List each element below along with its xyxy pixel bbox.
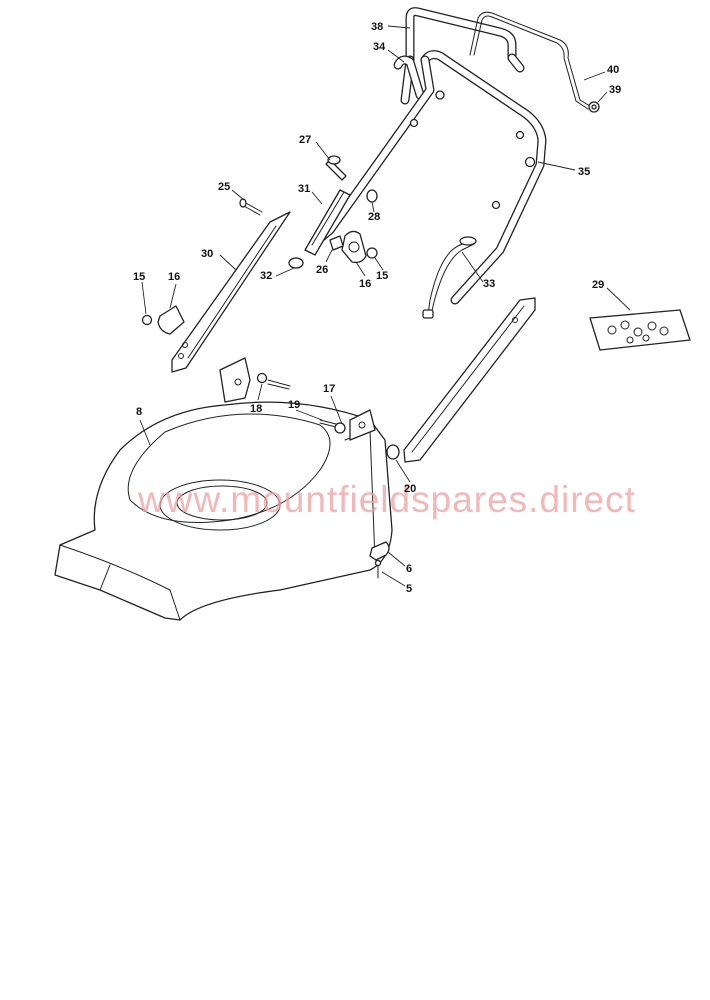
cable-clamp-part[interactable] bbox=[369, 541, 390, 561]
knob-part[interactable] bbox=[157, 305, 185, 335]
watermark-text: www.mountfieldspares.direct bbox=[137, 479, 636, 520]
axle-bolt-part[interactable] bbox=[319, 419, 337, 428]
callout-17: 17 bbox=[323, 383, 335, 395]
axle-nut-part[interactable] bbox=[334, 422, 346, 434]
screw-part[interactable] bbox=[374, 559, 382, 579]
callout-8: 8 bbox=[136, 406, 142, 418]
pivot-bolt-part[interactable] bbox=[239, 198, 263, 216]
callout-32: 32 bbox=[260, 270, 272, 282]
callout-26: 26 bbox=[316, 264, 328, 276]
callout-33: 33 bbox=[483, 278, 495, 290]
upper-handle-part[interactable] bbox=[400, 7, 525, 105]
callout-20: 20 bbox=[404, 483, 416, 495]
callout-34: 34 bbox=[373, 41, 386, 53]
cable-part[interactable] bbox=[422, 236, 477, 319]
height-adjust-lever-part[interactable] bbox=[171, 211, 291, 373]
fixing-pack-part[interactable] bbox=[589, 309, 691, 351]
lower-handle-tube-part[interactable] bbox=[304, 189, 351, 256]
callout-29: 29 bbox=[592, 279, 604, 291]
middle-handle-part[interactable] bbox=[313, 50, 547, 305]
callout-16-left: 16 bbox=[168, 271, 180, 283]
handle-knob-part[interactable] bbox=[341, 230, 367, 264]
callout-28: 28 bbox=[368, 211, 380, 223]
callout-38: 38 bbox=[371, 21, 383, 33]
callout-5: 5 bbox=[406, 583, 412, 595]
spacer-part[interactable] bbox=[366, 189, 378, 203]
callout-39: 39 bbox=[609, 84, 621, 96]
callout-30: 30 bbox=[201, 248, 213, 260]
callout-19: 19 bbox=[288, 399, 300, 411]
callout-25: 25 bbox=[218, 181, 230, 193]
leader-lines bbox=[139, 25, 631, 587]
nut-part[interactable] bbox=[366, 247, 378, 259]
deck-bolt-part[interactable] bbox=[267, 379, 291, 390]
callout-15-right: 15 bbox=[376, 270, 388, 282]
right-lever-part[interactable] bbox=[403, 297, 536, 463]
callout-18: 18 bbox=[250, 403, 262, 415]
callout-40: 40 bbox=[607, 64, 619, 76]
bush-part[interactable] bbox=[386, 444, 400, 460]
callout-16-right: 16 bbox=[359, 278, 371, 290]
callout-27: 27 bbox=[299, 134, 311, 146]
mower-deck-part[interactable] bbox=[54, 357, 393, 621]
handle-bolt-part[interactable] bbox=[325, 155, 347, 181]
callout-35: 35 bbox=[578, 166, 590, 178]
callout-6: 6 bbox=[406, 563, 412, 575]
control-cable-part[interactable] bbox=[469, 11, 591, 110]
end-cap-part[interactable] bbox=[288, 257, 304, 269]
cam-lever-part[interactable] bbox=[329, 235, 344, 251]
callout-31: 31 bbox=[298, 183, 310, 195]
cable-clip-part[interactable] bbox=[524, 156, 536, 168]
deck-washer-part[interactable] bbox=[256, 372, 268, 384]
callout-15-left: 15 bbox=[133, 271, 145, 283]
cable-nut-part[interactable] bbox=[588, 101, 600, 113]
washer-part[interactable] bbox=[141, 314, 153, 326]
